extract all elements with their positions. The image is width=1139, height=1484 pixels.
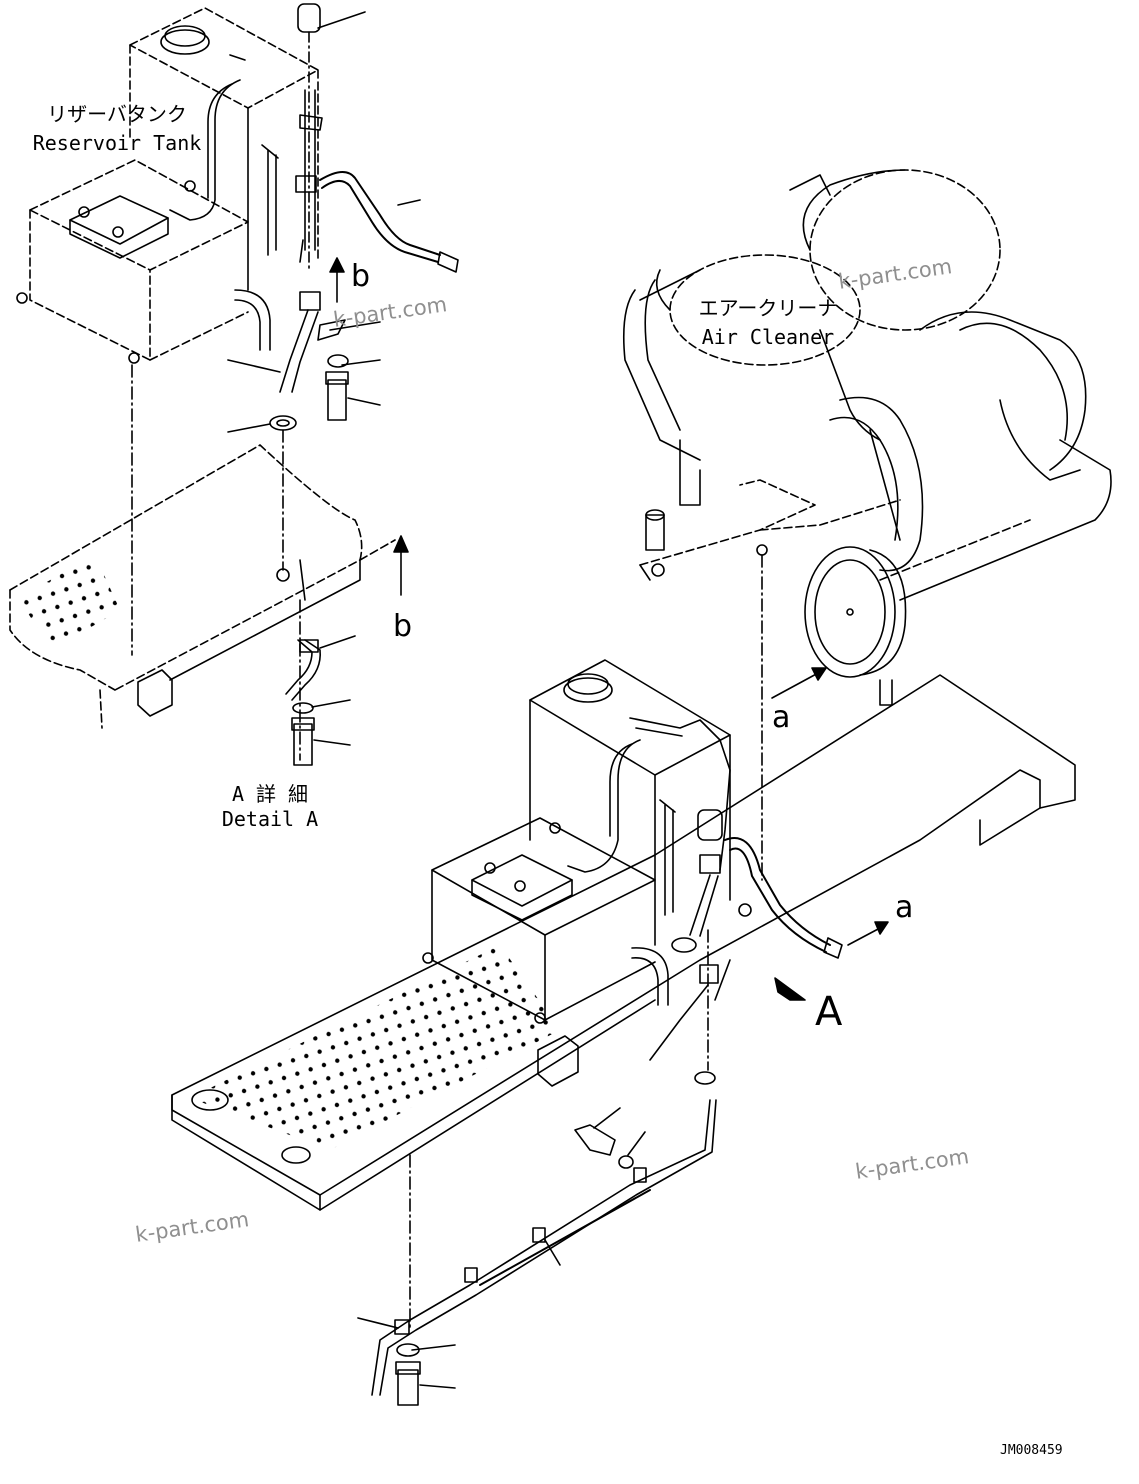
reservoir-tank-label-en: Reservoir Tank — [32, 131, 202, 155]
air-cleaner-assembly — [622, 169, 1112, 881]
air-cleaner-label-en: Air Cleaner — [701, 325, 835, 349]
detail-a-reservoir-tank — [9, 3, 459, 766]
drawing-code: JM008459 — [1000, 1443, 1063, 1458]
view-a-label: A — [815, 989, 843, 1035]
arrow-a-lower-label: a — [895, 890, 914, 925]
detail-a-label-jp: A 詳 細 — [231, 782, 309, 806]
arrow-b-lower-label: b — [393, 609, 413, 644]
arrow-a-upper-label: a — [772, 700, 791, 735]
reservoir-tank-label-jp: リザーバタンク — [47, 102, 187, 126]
arrow-b-upper-label: b — [351, 259, 371, 294]
detail-a-label-en: Detail A — [221, 807, 319, 831]
air-cleaner-label-jp: エアークリーナ — [698, 296, 838, 320]
main-assembly — [171, 659, 1076, 1406]
